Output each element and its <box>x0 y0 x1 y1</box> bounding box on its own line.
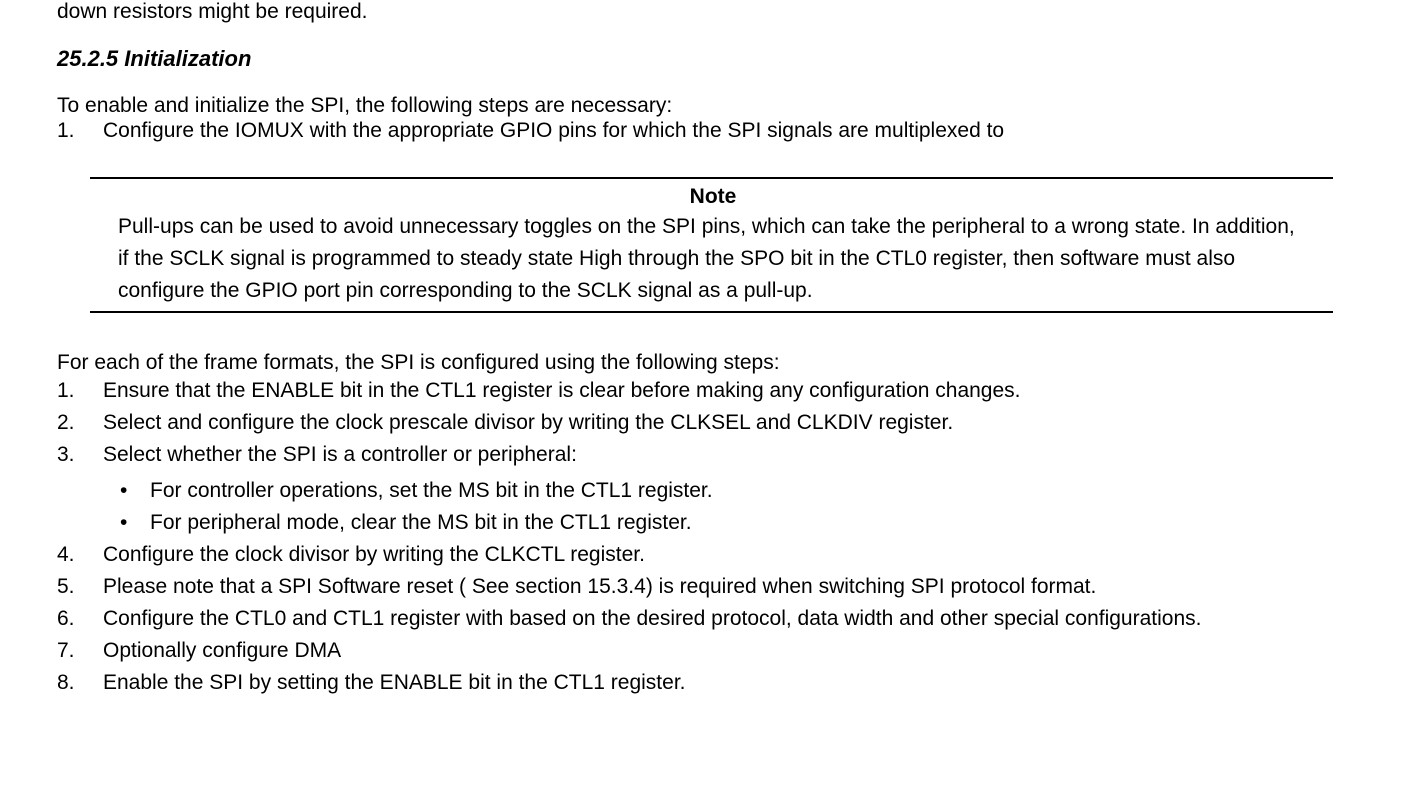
list-item-number: 3. <box>57 443 75 466</box>
list-item: 2. Select and configure the clock presca… <box>57 407 1403 439</box>
list-item-number: 8. <box>57 671 75 694</box>
list-item-number: 7. <box>57 639 75 662</box>
list-item-number: 6. <box>57 607 75 630</box>
list-item: 3. Select whether the SPI is a controlle… <box>57 439 1403 471</box>
list-item-text: Enable the SPI by setting the ENABLE bit… <box>103 671 686 694</box>
document-page: down resistors might be required. 25.2.5… <box>57 0 1403 699</box>
bullet-icon: • <box>120 479 128 502</box>
list-item-text: Select whether the SPI is a controller o… <box>103 443 577 466</box>
sub-list-container: • For controller operations, set the MS … <box>57 475 1403 539</box>
list-item: 1. Configure the IOMUX with the appropri… <box>57 118 1403 144</box>
list-item-number: 1. <box>57 379 75 402</box>
note-label: Note <box>689 185 737 208</box>
list-item-number: 4. <box>57 543 75 566</box>
list-item-text: Configure the clock divisor by writing t… <box>103 543 645 566</box>
list-item: 7. Optionally configure DMA <box>57 635 1403 667</box>
list-item-number: 1. <box>57 119 75 142</box>
intro-paragraph: To enable and initialize the SPI, the fo… <box>57 94 673 117</box>
list-item: 5. Please note that a SPI Software reset… <box>57 571 1403 603</box>
list-item: • For peripheral mode, clear the MS bit … <box>120 507 1403 539</box>
list-item-text: For controller operations, set the MS bi… <box>150 479 713 502</box>
list-item-number: 5. <box>57 575 75 598</box>
list-item-text: For peripheral mode, clear the MS bit in… <box>150 511 692 534</box>
configuration-steps-list: 1. Ensure that the ENABLE bit in the CTL… <box>57 375 1403 699</box>
init-steps-list: 1. Configure the IOMUX with the appropri… <box>57 118 1403 144</box>
list-item-text: Configure the IOMUX with the appropriate… <box>103 119 1005 142</box>
config-intro-paragraph: For each of the frame formats, the SPI i… <box>57 351 780 374</box>
list-item: 4. Configure the clock divisor by writin… <box>57 539 1403 571</box>
note-box: Note Pull-ups can be used to avoid unnec… <box>90 177 1333 313</box>
list-item: 8. Enable the SPI by setting the ENABLE … <box>57 667 1403 699</box>
list-item: • For controller operations, set the MS … <box>120 475 1403 507</box>
section-heading: 25.2.5 Initialization <box>57 46 252 71</box>
list-item-text: Ensure that the ENABLE bit in the CTL1 r… <box>103 379 1021 402</box>
list-item-text: Select and configure the clock prescale … <box>103 411 954 434</box>
sub-bullet-list: • For controller operations, set the MS … <box>57 475 1403 539</box>
list-item: 1. Ensure that the ENABLE bit in the CTL… <box>57 375 1403 407</box>
list-item-text: Configure the CTL0 and CTL1 register wit… <box>103 607 1202 630</box>
previous-paragraph-fragment: down resistors might be required. <box>57 0 368 23</box>
list-item: 6. Configure the CTL0 and CTL1 register … <box>57 603 1403 635</box>
list-item-text: Optionally configure DMA <box>103 639 342 662</box>
bullet-icon: • <box>120 511 128 534</box>
list-item-text: Please note that a SPI Software reset ( … <box>103 575 1097 598</box>
note-text: Pull-ups can be used to avoid unnecessar… <box>118 215 1295 302</box>
list-item-number: 2. <box>57 411 75 434</box>
